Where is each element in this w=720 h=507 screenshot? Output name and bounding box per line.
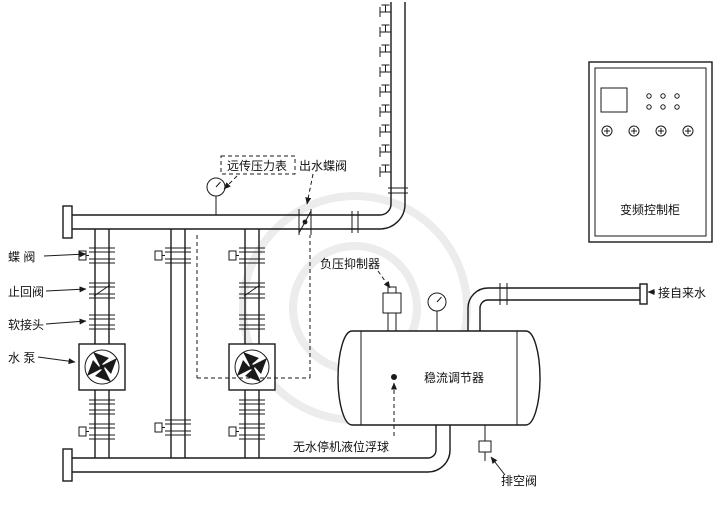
pipe-end-flange (639, 283, 648, 305)
water-pump (228, 343, 276, 391)
label-outlet-butterfly-valve: 出水蝶阀 (299, 158, 347, 173)
leader-water-pump (37, 356, 76, 365)
flexible-joint (89, 315, 115, 329)
riser-branch-valve (379, 144, 392, 158)
leader-butterfly-valve (43, 251, 87, 258)
label-remote-pressure-gauge: 远传压力表 (227, 158, 287, 173)
remote-pressure-gauge (206, 177, 226, 215)
leader-check-valve (45, 286, 87, 293)
labels: 远传压力表 出水蝶阀 蝶 阀 止回阀 软接头 水 泵 负压抑制器 接自来水 稳流… (8, 158, 706, 488)
label-check-valve: 止回阀 (8, 285, 44, 299)
label-flow-regulator: 稳流调节器 (424, 370, 484, 385)
negative-pressure-suppressor (382, 286, 402, 331)
flexible-joint (89, 400, 115, 414)
water-pump (78, 343, 126, 391)
label-butterfly-valve: 蝶 阀 (8, 249, 35, 264)
label-drain-valve: 排空阀 (501, 474, 537, 488)
riser-branch-valve (379, 104, 392, 118)
cabinet-indicator-lamps (601, 125, 694, 137)
label-water-pump: 水 泵 (8, 351, 35, 365)
riser-branch-valve (379, 84, 392, 98)
check-valve (89, 283, 115, 298)
riser-branch-valve (379, 24, 392, 38)
drain-valve (478, 425, 492, 461)
cabinet-display (600, 87, 628, 113)
flow-regulator-tank (337, 283, 648, 461)
flexible-joint (239, 400, 265, 414)
cabinet-button-dots (646, 93, 680, 110)
pump-line-2 (228, 229, 276, 458)
tank-pressure-gauge (427, 292, 447, 331)
tap-water-inlet-pipe (467, 283, 648, 331)
label-vfd-control-cabinet: 变频控制柜 (620, 202, 680, 217)
leader-lines (37, 251, 655, 476)
label-flexible-joint: 软接头 (8, 317, 44, 332)
control-cabinet: 变频控制柜 (588, 61, 713, 243)
label-negative-pressure-suppressor: 负压抑制器 (320, 256, 380, 271)
riser-branch-valve (379, 4, 392, 18)
riser-branch-valve (379, 164, 392, 178)
riser-branch-valve (379, 124, 392, 138)
riser-branch-valve (379, 44, 392, 58)
label-no-water-stop-float: 无水停机液位浮球 (293, 439, 389, 454)
pipe-end-flange (62, 448, 73, 482)
level-float-dot (391, 374, 397, 380)
outlet-butterfly-valve (298, 209, 312, 235)
label-box-remote-pressure-gauge (220, 155, 296, 175)
riser-branch-valve (379, 64, 392, 78)
riser-pipe (379, 2, 408, 230)
dashed-annotations (196, 155, 397, 436)
label-tap-water-inlet: 接自来水 (658, 285, 706, 300)
bottom-suction-pipe (62, 425, 451, 482)
leader-drain-valve (490, 456, 506, 476)
top-outlet-pipe (62, 205, 380, 239)
pump-line-1 (78, 229, 126, 458)
pipe-end-flange (62, 205, 73, 239)
bypass-line (155, 229, 191, 458)
leader-flexible-joint (45, 318, 87, 325)
